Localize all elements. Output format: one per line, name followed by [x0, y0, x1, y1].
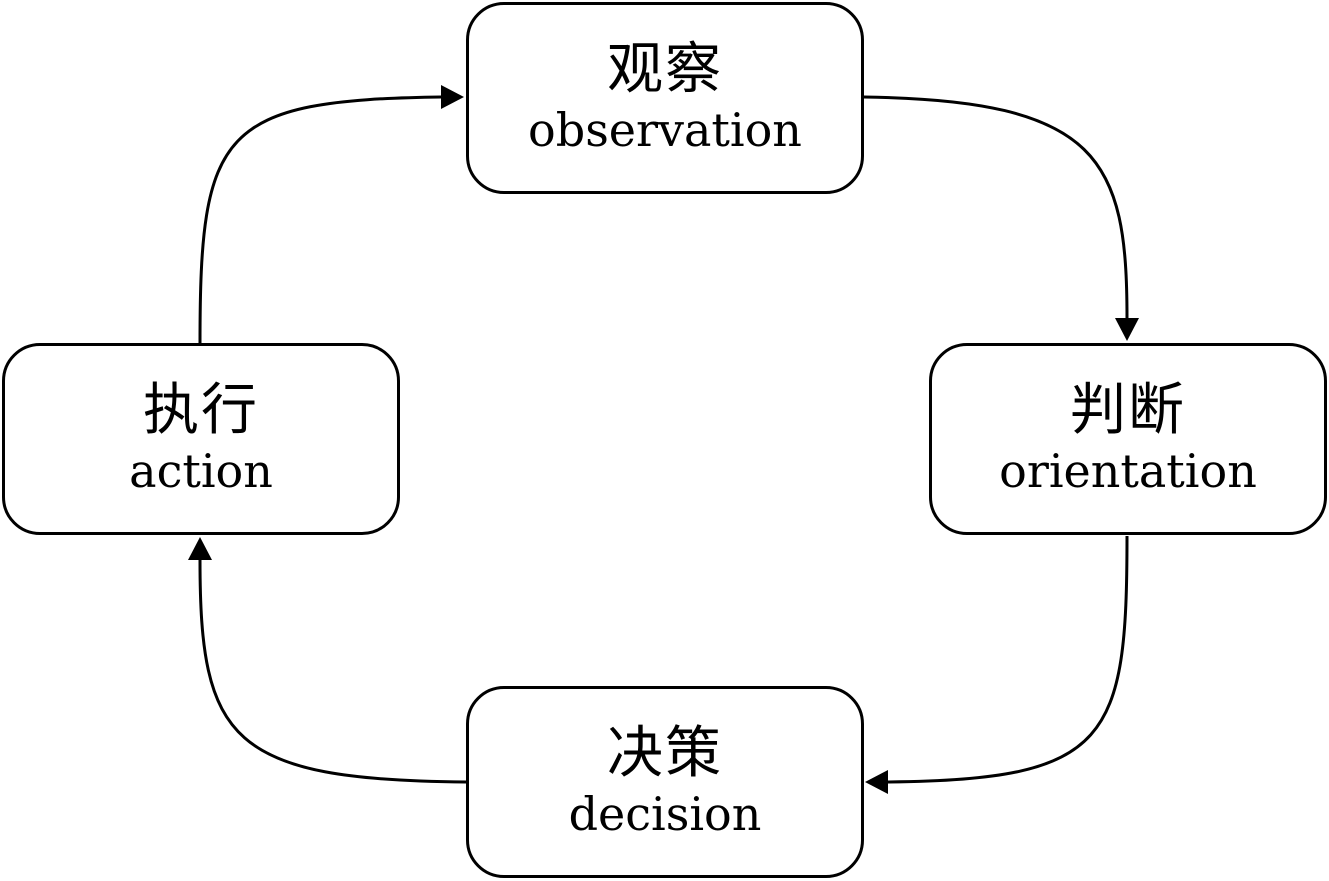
edge-orientation-to-decision	[887, 535, 1129, 784]
node-decision-zh-label: 决策	[607, 721, 723, 786]
arrowhead-action	[188, 537, 212, 560]
node-action-en-label: action	[129, 444, 273, 498]
edge-decision-to-action	[198, 559, 467, 784]
node-decision-en-label: decision	[568, 787, 762, 841]
node-orientation-zh-label: 判断	[1070, 378, 1186, 443]
edge-observation-to-orientation	[863, 95, 1129, 319]
node-orientation-en-label: orientation	[999, 444, 1257, 498]
node-observation: 观察 observation	[466, 2, 864, 194]
arrowhead-observation	[441, 85, 464, 109]
node-observation-zh-label: 观察	[607, 37, 723, 102]
arrowhead-decision	[865, 770, 888, 794]
edge-action-to-observation	[198, 95, 442, 344]
node-action-zh-label: 执行	[143, 378, 259, 443]
node-orientation: 判断 orientation	[929, 343, 1327, 535]
node-action: 执行 action	[2, 343, 400, 535]
node-decision: 决策 decision	[466, 686, 864, 878]
node-observation-en-label: observation	[528, 103, 802, 157]
arrowhead-orientation	[1115, 318, 1139, 341]
